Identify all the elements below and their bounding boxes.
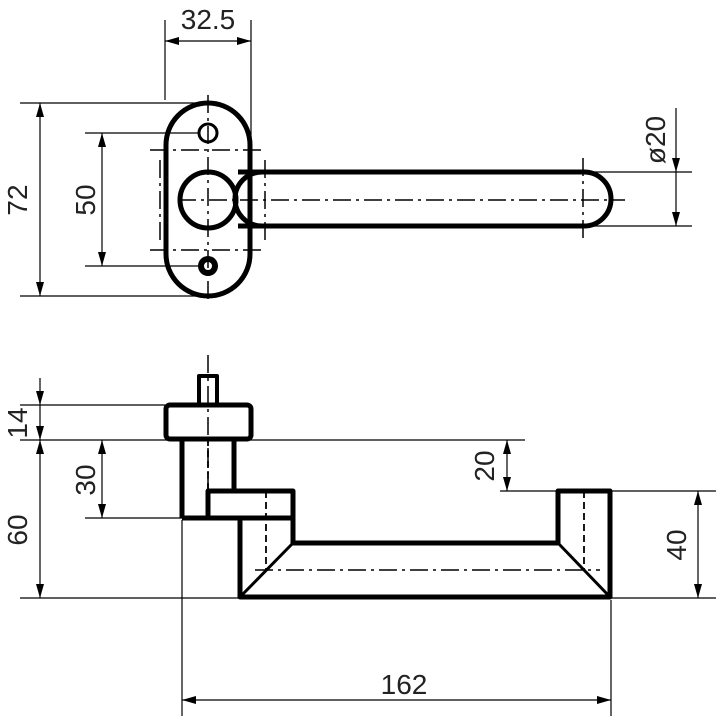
- neck: [179, 439, 237, 518]
- lever-bar: [238, 169, 614, 229]
- dim-32-5-label: 32.5: [181, 4, 236, 35]
- dim-14-label: 14: [2, 407, 33, 438]
- dim-30-label: 30: [70, 464, 101, 495]
- lever-arm-outline: [182, 488, 613, 600]
- dim-60-label: 60: [2, 514, 33, 545]
- dim-72-label: 72: [2, 184, 33, 215]
- dim-50-label: 50: [70, 184, 101, 215]
- dim-diameter-20-label: ø20: [640, 116, 671, 164]
- dim-40-label: 40: [661, 529, 692, 560]
- dim-20-label: 20: [469, 450, 500, 481]
- side-view: 14 30 60 20 40 162: [2, 355, 716, 716]
- top-view: 32.5 72 50 ø20: [2, 4, 692, 302]
- dim-162-label: 162: [381, 669, 428, 700]
